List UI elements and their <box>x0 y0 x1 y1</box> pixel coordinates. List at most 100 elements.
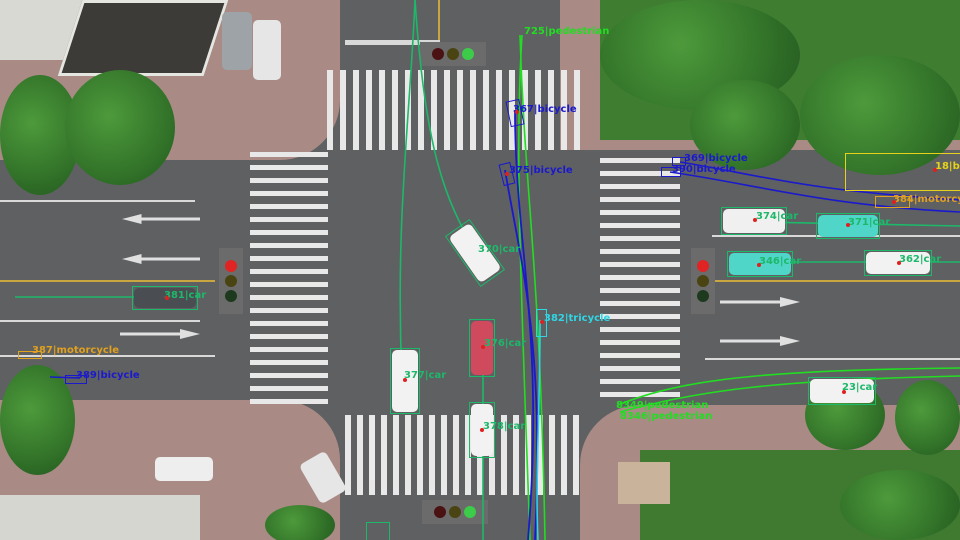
bicycle-bbox[interactable] <box>661 167 681 177</box>
traffic-light-north <box>420 42 486 66</box>
center-line <box>0 280 215 282</box>
crosswalk-stripe <box>250 178 328 183</box>
yellow-light-icon <box>697 275 709 287</box>
lane-line <box>0 320 200 322</box>
traffic-light-west <box>219 248 243 314</box>
bicycle-bbox[interactable] <box>672 157 686 166</box>
crosswalk-stripe <box>600 301 680 306</box>
crosswalk-stripe <box>250 282 328 287</box>
track-point <box>842 390 846 394</box>
se-kiosk <box>618 462 670 504</box>
tricycle-bbox[interactable] <box>536 309 547 337</box>
car-bbox[interactable] <box>864 250 932 276</box>
arrow-left-marking <box>122 254 200 264</box>
crosswalk-stripe <box>392 70 398 150</box>
crosswalk-stripe <box>600 171 680 176</box>
tree <box>0 365 75 475</box>
center-line <box>438 0 440 40</box>
arrow-left-marking <box>122 214 200 224</box>
detection-label-car: 381|car <box>164 290 207 301</box>
detection-label-car: 378|car <box>483 421 526 432</box>
track-point <box>480 428 484 432</box>
crosswalk-stripe <box>405 415 411 495</box>
detection-label-pedestrian: 8349|pedestrian <box>616 400 709 411</box>
red-light-icon <box>225 260 237 272</box>
bicycle-bbox[interactable] <box>65 375 87 384</box>
crosswalk-stripe <box>470 70 476 150</box>
track-point <box>505 172 509 176</box>
crosswalk-stripe <box>431 70 437 150</box>
crosswalk-stripe <box>441 415 447 495</box>
crosswalk-stripe <box>600 392 680 397</box>
sw-buildings <box>0 495 200 540</box>
crosswalk-stripe <box>250 152 328 157</box>
track-point <box>897 261 901 265</box>
detection-label-pedestrian: 725|pedestrian <box>524 26 610 37</box>
tree <box>690 80 800 170</box>
crosswalk-stripe <box>250 295 328 300</box>
track-point <box>846 223 850 227</box>
parked-car <box>253 20 281 80</box>
lane-line <box>705 358 960 360</box>
crosswalk-stripe <box>250 230 328 235</box>
parked-van <box>155 457 213 481</box>
crosswalk-stripe <box>250 399 328 404</box>
car-bbox[interactable] <box>390 348 420 414</box>
motorcycle-bbox[interactable] <box>875 196 910 208</box>
crosswalk-stripe <box>250 308 328 313</box>
car-bbox[interactable] <box>366 522 390 540</box>
yellow-light-icon <box>447 48 459 60</box>
crosswalk-stripe <box>393 415 399 495</box>
car-bbox[interactable] <box>721 207 787 235</box>
detection-label-bus: 18|bus <box>935 161 960 172</box>
green-light-icon <box>225 290 237 302</box>
red-light-icon <box>432 48 444 60</box>
crosswalk-stripe <box>548 70 554 150</box>
crosswalk-stripe <box>537 415 543 495</box>
car-bbox[interactable] <box>469 319 495 377</box>
crosswalk-stripe <box>250 334 328 339</box>
crosswalk-stripe <box>366 70 372 150</box>
red-light-icon <box>434 506 446 518</box>
red-light-icon <box>697 260 709 272</box>
car-bbox[interactable] <box>132 286 198 310</box>
crosswalk-stripe <box>489 415 495 495</box>
crosswalk-stripe <box>549 415 555 495</box>
crosswalk-stripe <box>501 415 507 495</box>
car-bbox[interactable] <box>808 377 876 405</box>
crosswalk-stripe <box>600 366 680 371</box>
track-point <box>757 263 761 267</box>
car-bbox[interactable] <box>727 251 793 277</box>
car-bbox[interactable] <box>816 213 880 239</box>
tree <box>265 505 335 540</box>
detection-label-bicycle: 390|bicycle <box>672 164 736 175</box>
track-point <box>481 345 485 349</box>
crosswalk-stripe <box>600 184 680 189</box>
detection-label-pedestrian: 8346|pedestrian <box>620 411 713 422</box>
tree <box>840 470 960 540</box>
crosswalk-stripe <box>561 415 567 495</box>
crosswalk-stripe <box>600 275 680 280</box>
crosswalk-stripe <box>600 288 680 293</box>
green-light-icon <box>697 290 709 302</box>
parked-car <box>222 12 252 70</box>
crosswalk-stripe <box>444 70 450 150</box>
detection-label-car: 376|car <box>484 338 527 349</box>
crosswalk-stripe <box>483 70 489 150</box>
detection-label-car: 362|car <box>899 254 942 265</box>
detection-label-motorcycle: 384|motorcycle <box>893 194 960 205</box>
detection-label-car: 23|car <box>842 382 878 393</box>
crosswalk-stripe <box>353 70 359 150</box>
detection-label-tricycle: 382|tricycle <box>544 313 611 324</box>
motorcycle-bbox[interactable] <box>18 351 42 359</box>
bus-bbox[interactable] <box>845 153 960 191</box>
car-bbox[interactable] <box>469 402 495 458</box>
crosswalk-stripe <box>250 217 328 222</box>
crosswalk-stripe <box>429 415 435 495</box>
crosswalk-stripe <box>250 321 328 326</box>
track-point <box>165 296 169 300</box>
track-point <box>933 168 937 172</box>
detection-label-bicycle: 375|bicycle <box>509 165 573 176</box>
yellow-light-icon <box>225 275 237 287</box>
crosswalk-stripe <box>600 340 680 345</box>
